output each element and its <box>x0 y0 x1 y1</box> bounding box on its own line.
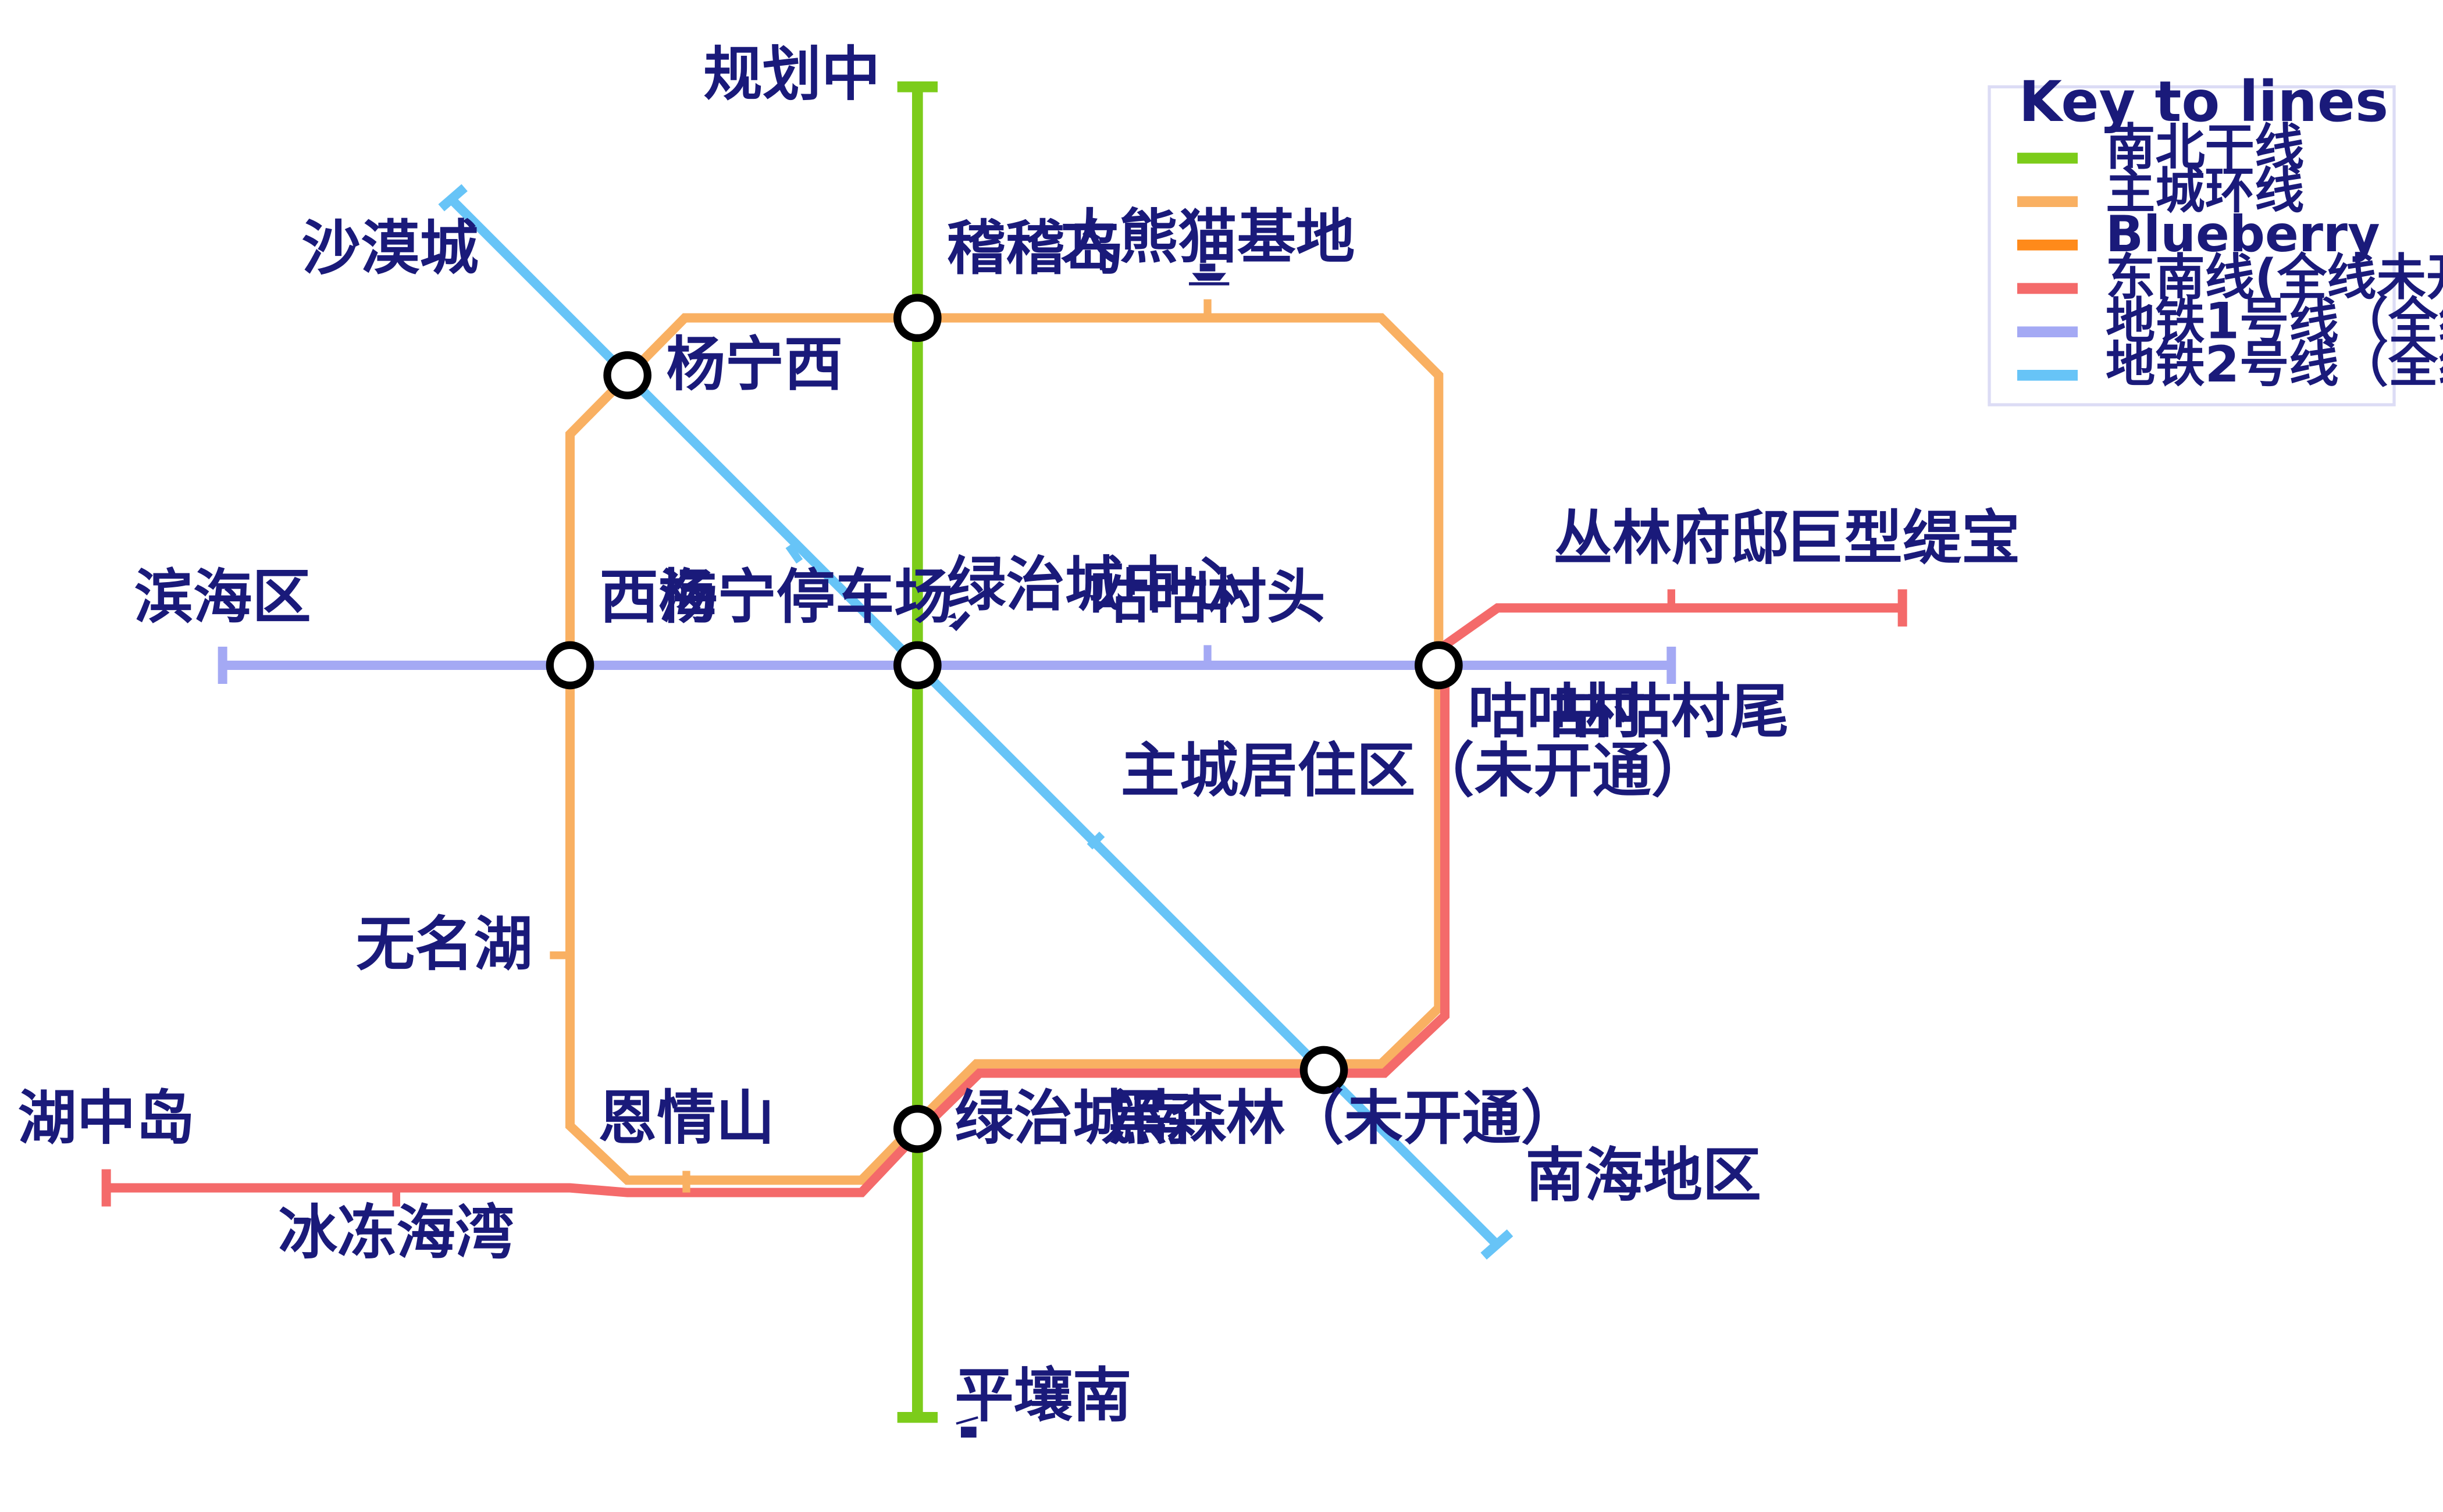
label-enqingshan: 恩情山 <box>598 1083 775 1152</box>
label-jijidao: 稽稽岛 <box>947 213 1124 282</box>
legend-item-label: 南北干线 <box>2106 119 2304 177</box>
label-juxingtibao: 巨型缇宝 <box>1785 504 2020 572</box>
label-shamocheng: 沙漠城 <box>302 213 479 282</box>
interchange-stations <box>546 294 1463 1153</box>
station-lvzhichengnan[interactable] <box>893 1105 942 1153</box>
legend-item-label: Blueberry <box>2106 206 2380 263</box>
label-yangningtingchechang: 杨宁停车场 <box>658 562 953 631</box>
legend-title: Key to lines <box>2019 69 2388 134</box>
label-huzhongdao: 湖中岛 <box>18 1083 195 1152</box>
label-lvzhichengnan: 绿治城南 <box>955 1083 1190 1152</box>
label-binhaiqu: 滨海区 <box>134 562 311 631</box>
label-guguncunwei: 咕咕村尾 <box>1554 677 1789 746</box>
cable-car-icon <box>956 1416 978 1438</box>
station-lvzhichengzhongxin[interactable] <box>893 641 942 690</box>
label-daxiongmao: 大熊猫基地 <box>1060 203 1355 272</box>
label-lvzhichengzhongxin: 绿治城中心 <box>947 550 1242 619</box>
label-guguncun: 咕咕村 <box>1468 677 1645 746</box>
legend-item-label: 地铁2号线（全线未开通） <box>2106 336 2443 394</box>
line-north-south-green <box>897 81 938 1423</box>
label-bingdonghaiwan: 冰冻海湾 <box>279 1199 514 1267</box>
label-xihai: 西海 <box>600 562 718 631</box>
label-zhuchengjuzhuqu: 主城居住区（未开通） <box>1121 736 1710 805</box>
label-yangningxi: 杨宁西 <box>666 330 843 398</box>
label-pingrangnan: 平壤南 <box>955 1361 1131 1430</box>
label-guihuazhong: 规划中 <box>703 40 880 109</box>
station-heisenlin[interactable] <box>1299 1046 1348 1094</box>
label-wuminghu: 无名湖 <box>356 910 533 979</box>
rocket-icon <box>947 611 970 632</box>
label-nanhaidiqu: 南海地区 <box>1526 1141 1761 1210</box>
label-gugucuntou: 咕咕村头 <box>1089 562 1325 631</box>
station-yangningxi[interactable] <box>603 351 651 400</box>
legend-item-label: 东南线(全线未开通) <box>2106 249 2443 307</box>
line-southeast-red <box>101 589 1907 1207</box>
label-heisenlin: 黑森林（未开通） <box>1108 1083 1580 1152</box>
legend-item-label: 地铁1号线（全线未开通） <box>2106 293 2443 350</box>
ferry-icon <box>1189 263 1230 286</box>
station-jijidao[interactable] <box>893 294 942 342</box>
label-conglinfudi: 丛林府邸 <box>1554 504 1789 572</box>
legend-item-label: 主城环线 <box>2106 162 2304 220</box>
ring-line-orange <box>550 299 1444 1185</box>
legend: Key to lines 南北干线主城环线Blueberry东南线(全线未开通)… <box>1988 69 2443 406</box>
station-xihai[interactable] <box>546 641 594 690</box>
station-guguncun[interactable] <box>1414 641 1463 690</box>
station-labels: 规划中 稽稽岛 大熊猫基地 沙漠城 杨宁西 滨海区 西海 杨宁停车场 绿治城中心… <box>18 40 2021 1430</box>
